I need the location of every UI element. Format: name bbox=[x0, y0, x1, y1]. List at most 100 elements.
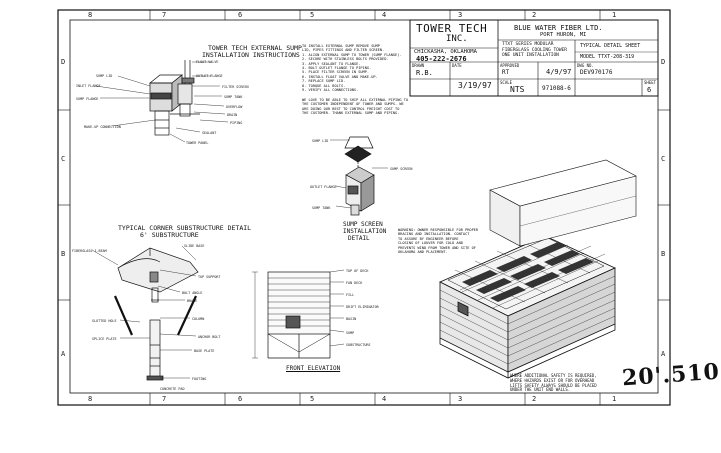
callout-label: DRAIN bbox=[227, 113, 238, 117]
callout-label: DRIFT ELIMINATOR bbox=[346, 305, 379, 309]
install-footer-notes: WE LOVE TO BE ABLE TO SHIP ALL EXTERNAL … bbox=[302, 98, 408, 116]
zone-right-a: A bbox=[661, 350, 666, 358]
note-line: UNDER THE UNIT END WALLS. bbox=[510, 387, 571, 393]
company-city: CHICKASHA, OKLAHOMA bbox=[414, 49, 477, 55]
corner-substructure-drawing bbox=[91, 245, 199, 381]
front-elevation-drawing bbox=[252, 269, 345, 359]
callout-label: INLET FLANGE bbox=[76, 84, 101, 88]
sump-screen-drawing bbox=[330, 136, 388, 216]
zone-top-5: 5 bbox=[310, 11, 315, 19]
inner-border bbox=[69, 19, 659, 394]
callout-label: BRACE bbox=[187, 299, 198, 303]
note-line: LID, PIPES FITTINGS AND FILTER SCREEN. bbox=[302, 48, 385, 53]
note-line: ARE DOING OUR BEST TO CONTROL FREIGHT CO… bbox=[302, 106, 400, 111]
approved-by: RT bbox=[502, 69, 510, 76]
callout-label: FIBERGLASS I-BEAM bbox=[72, 249, 107, 253]
client-city: PORT HURON, MI bbox=[540, 32, 587, 38]
note-line: LIFTS SAFETY ALWAYS SHOULD BE PLACED bbox=[510, 382, 597, 388]
screen-title-1: SUMP SCREEN bbox=[343, 221, 383, 228]
note-line: WHERE HAZARDS EXIST OR FOR OVERHEAD bbox=[510, 377, 595, 383]
callout-label: TOWER PANEL bbox=[186, 141, 209, 145]
note-line: THE CUSTOMER INDEPENDENT OF TOWER AND SU… bbox=[302, 102, 404, 107]
dwg-label: DWG NO. bbox=[577, 63, 594, 68]
note-line: 8. TORQUE ALL BOLTS. bbox=[302, 83, 346, 88]
handwritten-dimension: 20'.510 bbox=[621, 358, 721, 392]
callout-label: BOLT ANGLE bbox=[182, 291, 203, 295]
callout-label: FAN DECK bbox=[346, 281, 363, 285]
sump-section-title: TOWER TECH EXTERNAL SUMP bbox=[208, 44, 302, 52]
callout-label: PIPING bbox=[230, 121, 243, 125]
project-description: TTXT SERIES MODULAR FIBERGLASS COOLING T… bbox=[502, 42, 568, 58]
callout-label: FILL bbox=[346, 293, 355, 297]
callout-label: SLOTTED HOLE bbox=[92, 319, 117, 323]
scale-label: SCALE bbox=[500, 80, 513, 85]
approved-date: 4/9/97 bbox=[546, 68, 572, 76]
note-line: THE CUSTOMER. THANK EXTERNAL SUMP AND PI… bbox=[302, 111, 400, 116]
zone-bottom-1: 1 bbox=[612, 395, 617, 403]
date-label: DATE bbox=[452, 63, 462, 68]
sheet-number: 6 bbox=[647, 86, 652, 94]
corner-section-subtitle: 6' SUBSTRUCTURE bbox=[140, 231, 199, 239]
sheet-label: SHEET bbox=[644, 80, 657, 85]
safety-note: WHERE ADDITIONAL SAFETY IS REQUIRED, WHE… bbox=[510, 373, 597, 393]
zone-left-b: B bbox=[61, 250, 66, 258]
callout-label: SUMP FLANGE bbox=[76, 97, 99, 101]
zone-top-2: 2 bbox=[532, 11, 537, 19]
note-line: 5. PLACE FILTER SCREEN IN SUMP. bbox=[302, 70, 370, 75]
note-line: WARNING: OWNER RESPONSIBLE FOR PROPER bbox=[398, 228, 479, 232]
callout-label: COLUMN bbox=[192, 317, 205, 321]
zone-top-7: 7 bbox=[162, 11, 167, 19]
note-line: 4. BOLT OUTLET FLANGE TO PIPING. bbox=[302, 66, 372, 71]
zone-top-3: 3 bbox=[458, 11, 463, 19]
zone-top-1: 1 bbox=[612, 11, 617, 19]
model-number: MODEL TTXT-208-319 bbox=[580, 54, 635, 60]
callout-label: CONCRETE PAD bbox=[160, 387, 185, 391]
drawn-label: DRAWN bbox=[412, 63, 425, 68]
callout-label: SUMP TANK bbox=[312, 206, 331, 210]
callout-label: FLOAT VALVE bbox=[196, 60, 219, 64]
screen-title-3: DETAIL bbox=[348, 235, 370, 242]
zone-right-c: C bbox=[661, 155, 666, 163]
sump-detail-drawing bbox=[95, 60, 229, 143]
zone-bottom-8: 8 bbox=[88, 395, 93, 403]
callout-label: SUMP LID bbox=[96, 74, 113, 78]
note-line: BRACING AND INSTALLATION. CONTACT bbox=[398, 232, 470, 237]
warning-note: WARNING: OWNER RESPONSIBLE FOR PROPER BR… bbox=[398, 228, 478, 254]
screen-title-2: INSTALLATION bbox=[343, 228, 387, 235]
zone-bottom-7: 7 bbox=[162, 395, 167, 403]
callout-label: MAKE-UP CONNECTION bbox=[84, 125, 121, 129]
callout-label: BASE PLATE bbox=[194, 349, 215, 353]
callout-label: OVERFLOW bbox=[226, 105, 243, 109]
drawn-date: 3/19/97 bbox=[458, 81, 492, 90]
callout-label: OUTLET FLANGE bbox=[310, 185, 337, 189]
zone-top-4: 4 bbox=[382, 11, 387, 19]
callout-label: FOOTING bbox=[192, 377, 207, 381]
callout-label: TOP OF DECK bbox=[346, 269, 369, 273]
drawing-number: DEV970176 bbox=[580, 69, 613, 76]
front-elevation-title: FRONT ELEVATION bbox=[286, 365, 341, 372]
callout-label: SUMP TANK bbox=[224, 95, 243, 99]
zone-right-b: B bbox=[661, 250, 666, 258]
zone-bottom-5: 5 bbox=[310, 395, 315, 403]
drawn-by: R.B. bbox=[416, 69, 433, 77]
client-name: BLUE WATER FIBER LTD. bbox=[514, 24, 603, 32]
note-line: OKLAHOMA AND PLACEMENT. bbox=[398, 250, 448, 255]
callout-label: ANCHOR BOLT bbox=[198, 335, 221, 339]
note-line: TO ASSURE BY ENGINEER BEFORE bbox=[398, 236, 459, 241]
note-line: 7. REPLACE SUMP LID. bbox=[302, 79, 346, 84]
callout-label: SPLICE PLATE bbox=[92, 337, 117, 341]
note-line: WE LOVE TO BE ABLE TO SHIP ALL EXTERNAL … bbox=[302, 98, 409, 102]
zone-left-c: C bbox=[61, 155, 66, 163]
cooling-tower-drawing bbox=[439, 159, 637, 379]
note-line: WHERE ADDITIONAL SAFETY IS REQUIRED, bbox=[510, 373, 597, 378]
callout-label: TOP SUPPORT bbox=[198, 275, 221, 279]
company-suffix: INC. bbox=[446, 34, 468, 44]
drawing-linework bbox=[57, 9, 671, 406]
title-block-grid bbox=[409, 19, 659, 97]
callout-label: SEALANT bbox=[202, 131, 217, 135]
callout-label: SUMP bbox=[346, 331, 355, 335]
outer-border bbox=[57, 9, 671, 406]
install-notes: TO INSTALL EXTERNAL SUMP REMOVE SUMP LID… bbox=[302, 44, 402, 92]
zone-top-8: 8 bbox=[88, 11, 93, 19]
note-line: TO INSTALL EXTERNAL SUMP REMOVE SUMP bbox=[302, 44, 380, 48]
